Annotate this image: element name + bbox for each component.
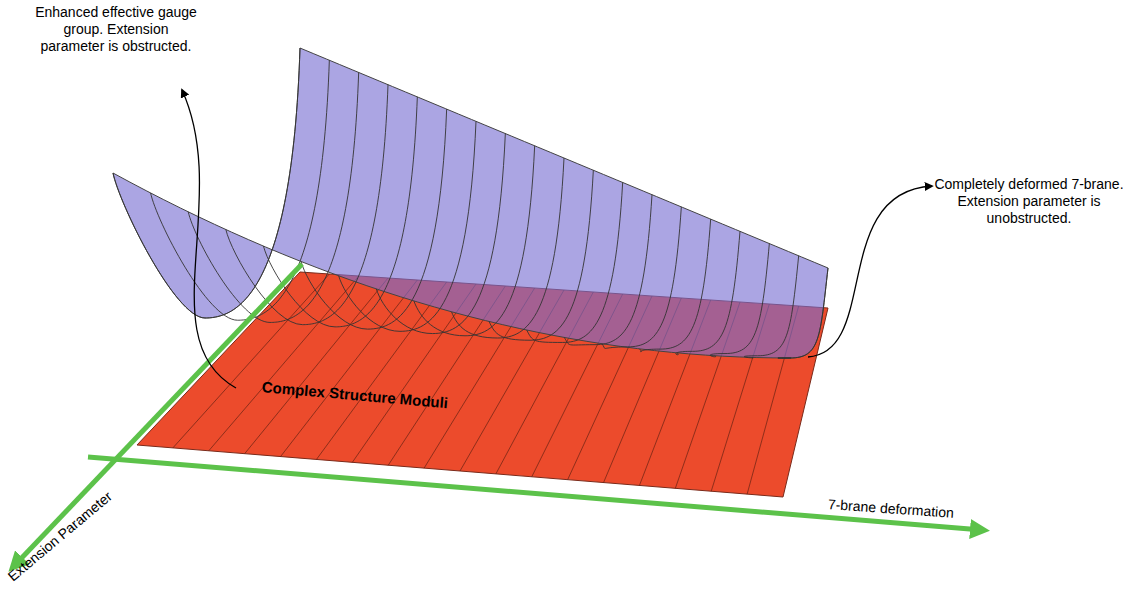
extension-axis <box>14 264 302 566</box>
axis-label: 7-brane deformation <box>827 496 998 525</box>
callout-note: Enhanced effective gauge group. Extensio… <box>30 4 202 55</box>
surface-ruling <box>151 60 330 320</box>
surface-ruling <box>640 219 711 352</box>
leader-lines <box>182 90 932 388</box>
axes <box>14 264 982 566</box>
surface-ruling <box>452 158 565 338</box>
surface-fill <box>113 48 828 358</box>
surface-ruling <box>188 72 358 322</box>
surface-ruling <box>564 195 652 345</box>
surface-ruling <box>414 146 535 336</box>
surface-ruling <box>489 170 593 340</box>
surface-ruling <box>710 244 769 357</box>
surface-ruling <box>376 134 505 334</box>
axis-label: Extension Parameter <box>5 463 146 585</box>
surface-ruling <box>602 207 681 349</box>
surface-ruling <box>339 121 476 331</box>
plane-label: Complex Structure Moduli <box>261 378 521 418</box>
surface-ruling <box>676 231 740 354</box>
purple-surface <box>113 48 828 358</box>
surface-ruling <box>778 268 828 358</box>
surface-ruling <box>527 182 623 342</box>
grid-line <box>281 280 418 457</box>
callout-note: Completely deformed 7-brane. Extension p… <box>934 176 1124 227</box>
surface-ruling <box>226 85 388 325</box>
grid-line <box>316 282 446 459</box>
surface-ruling <box>263 97 417 327</box>
leader-line <box>182 90 236 388</box>
surface-ruling <box>744 256 798 358</box>
deformation-axis <box>88 457 982 530</box>
surface-ruling <box>113 48 300 318</box>
leader-line <box>808 186 932 357</box>
surface-ruling <box>301 109 447 329</box>
